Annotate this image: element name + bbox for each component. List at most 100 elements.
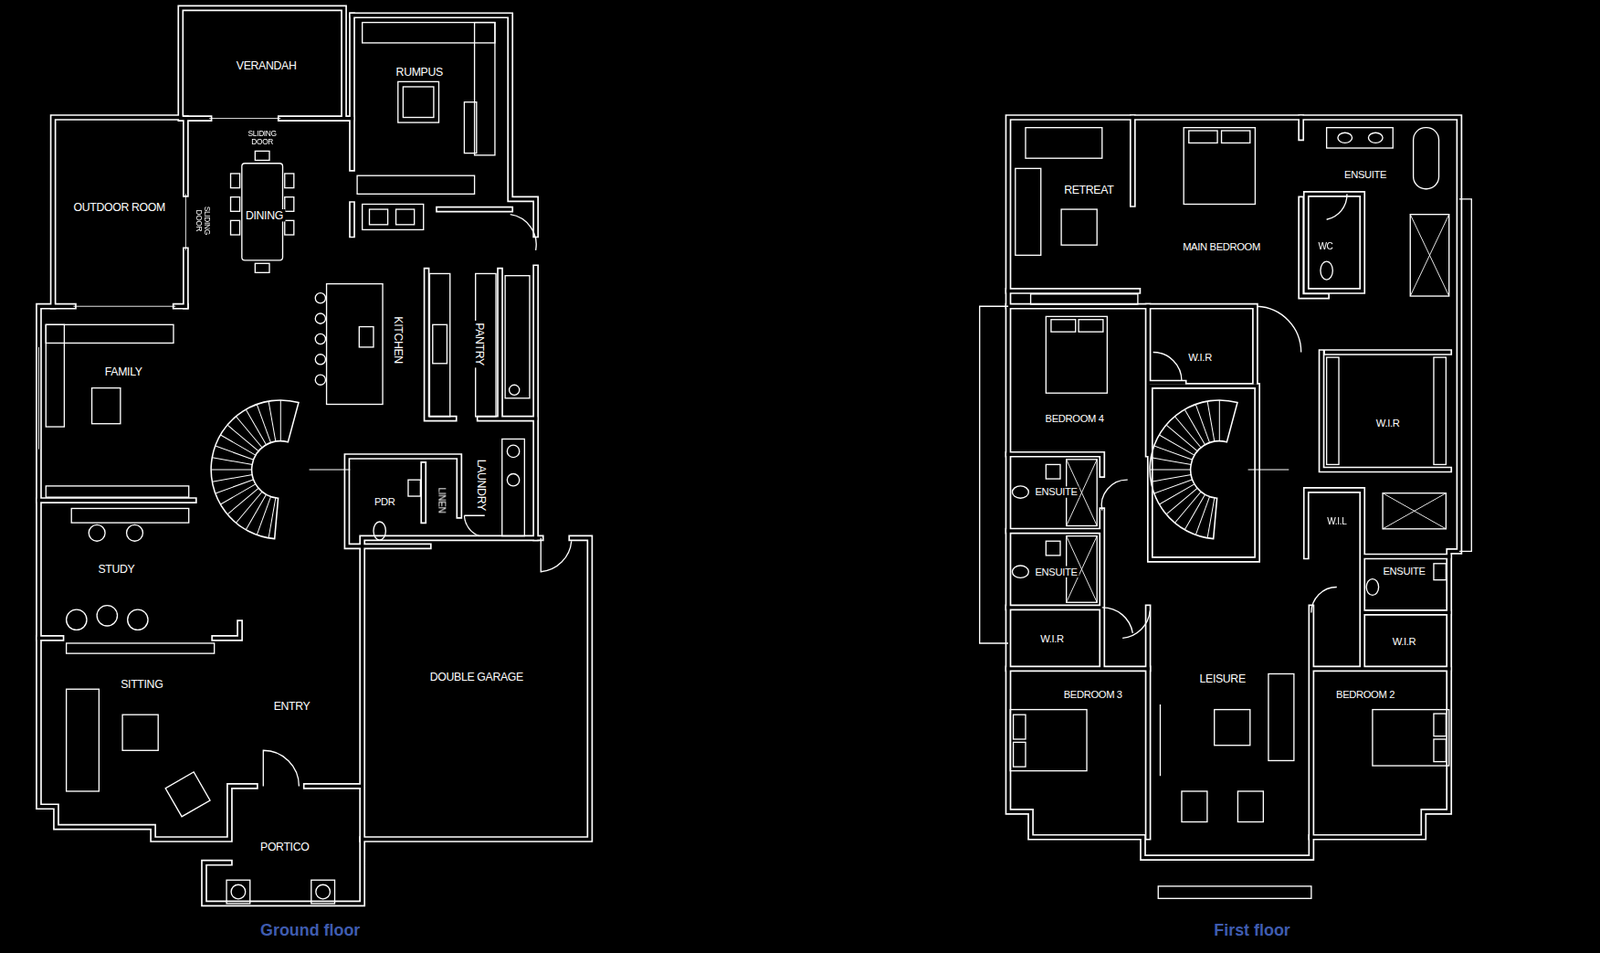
plan-path — [1410, 214, 1449, 296]
plan-rect — [1183, 127, 1255, 205]
plan-circle — [66, 609, 87, 630]
room-label: BEDROOM 2 — [1334, 688, 1398, 700]
plan-rect — [358, 326, 374, 348]
plan-rect — [284, 197, 295, 212]
plan-rect — [1031, 294, 1138, 305]
plan-part — [38, 8, 590, 904]
plan-circle — [88, 524, 106, 541]
plan-part — [1149, 400, 1289, 539]
floor-caption: Ground floor — [258, 920, 363, 939]
room-label: PDR — [372, 494, 398, 506]
plan-circle — [126, 524, 144, 541]
plan-rect — [231, 197, 241, 212]
room-label: PANTRY — [473, 320, 486, 368]
plan-rect — [1045, 463, 1061, 479]
plan-rect — [165, 771, 211, 817]
plan-rect — [474, 22, 495, 156]
plan-rect — [1413, 127, 1440, 190]
plan-circle — [315, 374, 326, 385]
room-label: FAMILY — [103, 365, 145, 379]
plan-rect — [463, 102, 476, 154]
plan-rect — [368, 209, 388, 225]
plan-rect — [66, 688, 100, 791]
plan-rect — [1157, 885, 1312, 898]
room-label: DOUBLE GARAGE — [427, 670, 526, 684]
plan-path — [1459, 199, 1472, 552]
room-label: LAUNDRY — [475, 456, 489, 513]
room-label: W.I.R — [1186, 351, 1214, 363]
plan-rect — [1433, 738, 1446, 762]
plan-path — [1153, 352, 1182, 381]
plan-path — [540, 537, 572, 572]
room-label: PORTICO — [258, 840, 312, 853]
plan-path — [1326, 193, 1348, 220]
plan-rect — [1382, 493, 1446, 529]
plan-circle — [96, 605, 117, 626]
plan-rect — [1061, 209, 1097, 245]
plan-ellipse — [1368, 132, 1383, 143]
plan-rect — [1045, 315, 1107, 393]
plan-circle — [315, 293, 326, 304]
plan-rect — [45, 324, 64, 427]
room-label: STUDY — [95, 562, 137, 576]
plan-rect — [1010, 709, 1087, 771]
stairs — [210, 400, 1289, 539]
room-label: VERANDAH — [234, 59, 299, 73]
plan-rect — [408, 479, 421, 496]
plan-rect — [231, 220, 241, 235]
room-label: BEDROOM 4 — [1042, 412, 1106, 424]
plan-path — [979, 305, 1009, 643]
room-label: W.I.R — [1038, 632, 1066, 644]
plan-circle — [315, 333, 326, 344]
plan-rect — [284, 220, 295, 235]
plan-rect — [1410, 214, 1449, 296]
plan-rect — [1214, 709, 1251, 746]
plan-rect — [231, 173, 241, 189]
plan-rect — [396, 209, 415, 225]
plan-rect — [254, 150, 270, 160]
plan-path — [510, 214, 537, 251]
plan-line — [185, 193, 187, 250]
room-label: LINEN — [435, 484, 446, 515]
plan-circle — [506, 444, 519, 457]
plan-rect — [226, 879, 251, 904]
plan-rect — [357, 175, 475, 194]
room-label: DINING — [243, 209, 285, 222]
room-label: WC — [1315, 242, 1336, 253]
plan-part — [210, 400, 350, 539]
plan-ellipse — [373, 521, 386, 540]
plan-circle — [315, 313, 326, 324]
plan-part — [1008, 117, 1460, 858]
plan-circle — [315, 884, 331, 899]
plan-line — [209, 117, 281, 119]
door-label: SLIDING DOOR — [244, 130, 280, 148]
floor-caption: First floor — [1211, 920, 1293, 939]
plan-path — [463, 515, 485, 536]
plan-rect — [311, 879, 336, 904]
plan-circle — [231, 884, 246, 899]
room-label: KITCHEN — [392, 314, 406, 366]
plan-rect — [1237, 790, 1264, 822]
room-label: RETREAT — [1062, 183, 1116, 197]
room-label: OUTDOOR ROOM — [71, 200, 168, 214]
plan-part — [38, 8, 590, 904]
room-label: MAIN BEDROOM — [1180, 241, 1263, 253]
plan-rect — [1015, 168, 1042, 255]
plan-rect — [66, 642, 215, 653]
room-label: RUMPUS — [393, 64, 445, 78]
door-label: SLIDING DOOR — [193, 202, 211, 238]
room-label: ENSUITE — [1032, 566, 1080, 578]
plan-path — [1382, 493, 1446, 529]
plan-circle — [506, 473, 519, 485]
plan-rect — [122, 714, 158, 750]
plan-line — [73, 305, 176, 307]
plan-rect — [284, 173, 295, 189]
plan-rect — [71, 507, 190, 523]
plan-ellipse — [1366, 578, 1379, 596]
plan-line — [38, 347, 40, 450]
plan-circle — [127, 609, 148, 630]
plan-rect — [502, 438, 526, 536]
plan-rect — [1181, 790, 1208, 822]
